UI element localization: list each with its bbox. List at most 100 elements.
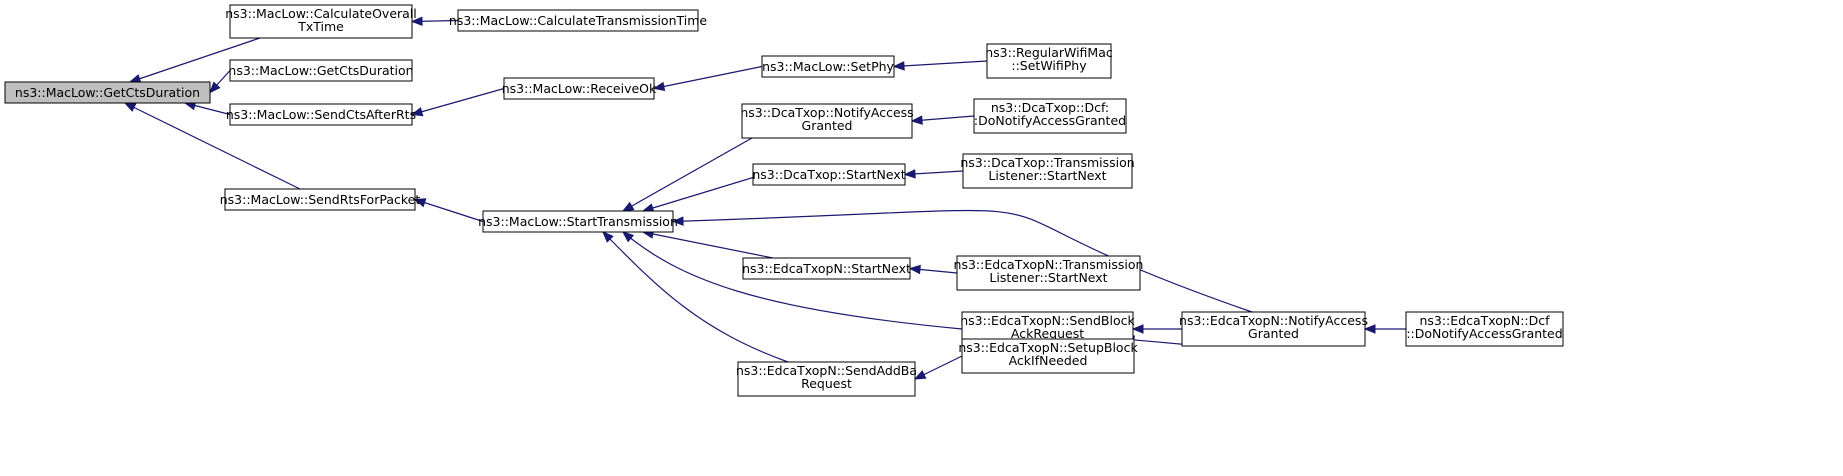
arrowhead-getCts2-to-root: [209, 81, 221, 94]
node-box: [229, 103, 413, 126]
node-label: Request: [801, 376, 852, 391]
node-box: [229, 59, 413, 82]
node-label: Listener::StartNext: [989, 270, 1107, 285]
edge-edcaAddBa-to-startTx: [602, 231, 789, 363]
node-label: Granted: [802, 118, 853, 133]
arrowhead-dcaDcf-to-dcaNotify: [910, 115, 923, 125]
edge-regWifi-to-setPhy: [893, 60, 988, 68]
node-box: [482, 210, 674, 233]
graph-node-dca-listener[interactable]: ns3::DcaTxop::TransmissionListener::Star…: [960, 153, 1135, 189]
arrowhead-edcaNotify-to-startTx: [671, 216, 684, 226]
arrowhead-calcOverall-to-root: [128, 74, 142, 84]
node-label: AckRequest: [1011, 326, 1084, 341]
node-label: ns3::DcaTxop::Transmission: [960, 155, 1134, 170]
node-box: [224, 188, 416, 211]
node-label: ns3::DcaTxop::NotifyAccess: [740, 105, 913, 120]
graph-node-root[interactable]: ns3::MacLow::GetCtsDuration: [4, 81, 211, 104]
arrowhead-edcaNotify-to-edcaSendBlock: [1131, 324, 1144, 334]
node-box: [761, 55, 895, 78]
node-label: ns3::MacLow::CalculateOverall: [225, 6, 417, 21]
node-box: [503, 77, 655, 100]
graph-node-send-cts[interactable]: ns3::MacLow::SendCtsAfterRts: [226, 103, 416, 126]
node-label: ns3::EdcaTxopN::Dcf: [1419, 313, 1550, 328]
node-box: [1181, 311, 1366, 347]
node-label: TxTime: [297, 19, 344, 34]
edge-dcaStart-to-startTx: [642, 173, 764, 212]
edge-setPhy-to-receiveOk: [653, 65, 763, 90]
nodes-layer: ns3::MacLow::GetCtsDurationns3::MacLow::…: [4, 4, 1564, 397]
arrowhead-edcaListener-to-edcaStart: [908, 264, 921, 275]
node-label: ns3::MacLow::ReceiveOk: [502, 81, 657, 96]
edge-dcaNotify-to-startTx: [622, 137, 753, 212]
graph-node-set-phy[interactable]: ns3::MacLow::SetPhy: [761, 55, 895, 78]
node-label: :DoNotifyAccessGranted: [974, 113, 1126, 128]
node-label: ns3::MacLow::SetPhy: [762, 59, 894, 74]
edge-receiveOk-to-sendCts: [411, 87, 505, 116]
node-box: [4, 81, 211, 104]
graph-node-send-rts[interactable]: ns3::MacLow::SendRtsForPacket: [220, 188, 421, 211]
graph-node-edca-dcf[interactable]: ns3::EdcaTxopN::Dcf::DoNotifyAccessGrant…: [1405, 311, 1564, 347]
graph-node-edca-start[interactable]: ns3::EdcaTxopN::StartNext: [742, 257, 911, 280]
node-box: [956, 255, 1141, 291]
arrowhead-edcaSetup-to-edcaAddBa: [913, 370, 927, 380]
edges-layer: [123, 16, 1406, 380]
node-label: ns3::MacLow::GetCtsDuration: [15, 85, 200, 100]
node-label: ns3::EdcaTxopN::SendAddBa: [736, 363, 917, 378]
edge-startTx-to-sendRts: [414, 198, 484, 223]
node-label: ns3::MacLow::StartTransmission: [478, 214, 678, 229]
arrowhead-setPhy-to-receiveOk: [652, 81, 666, 92]
node-box: [741, 103, 913, 139]
graph-node-edca-notify[interactable]: ns3::EdcaTxopN::NotifyAccessGranted: [1179, 311, 1368, 347]
node-label: ns3::MacLow::SendCtsAfterRts: [226, 107, 416, 122]
node-box: [457, 9, 699, 32]
arrowhead-edcaDcf-to-edcaNotify: [1363, 324, 1376, 334]
node-label: ns3::EdcaTxopN::StartNext: [742, 261, 911, 276]
graph-node-start-tx[interactable]: ns3::MacLow::StartTransmission: [478, 210, 678, 233]
node-box: [962, 153, 1133, 189]
arrowhead-regWifi-to-setPhy: [892, 61, 905, 71]
node-label: Listener::StartNext: [988, 168, 1106, 183]
node-box: [961, 338, 1135, 374]
node-label: ns3::EdcaTxopN::SendBlock: [960, 313, 1135, 328]
node-label: ns3::MacLow::GetCtsDuration: [228, 63, 413, 78]
node-label: ns3::EdcaTxopN::Transmission: [954, 257, 1144, 272]
node-label: AckIfNeeded: [1009, 353, 1088, 368]
arrowhead-dcaListener-to-dcaStart: [903, 169, 916, 179]
edge-edcaStart-to-startTx: [642, 231, 774, 259]
arrowhead-dcaNotify-to-startTx: [621, 201, 635, 212]
node-label: ns3::DcaTxop::Dcf:: [991, 100, 1109, 115]
node-label: ns3::EdcaTxopN::SetupBlock: [958, 340, 1138, 355]
node-box: [229, 4, 413, 39]
graph-node-reg-wifi[interactable]: ns3::RegularWifiMac::SetWifiPhy: [985, 43, 1113, 79]
node-label: Granted: [1248, 326, 1299, 341]
node-label: ns3::RegularWifiMac: [985, 45, 1113, 60]
edge-sendRts-to-root: [124, 102, 301, 190]
edge-calcOverall-to-root: [129, 37, 261, 83]
graph-node-dca-start[interactable]: ns3::DcaTxop::StartNext: [752, 163, 906, 186]
node-box: [986, 43, 1112, 79]
node-box: [973, 98, 1127, 134]
graph-node-receive-ok[interactable]: ns3::MacLow::ReceiveOk: [502, 77, 657, 100]
arrowhead-edcaAddBa-to-startTx: [602, 231, 614, 243]
node-box: [752, 163, 906, 186]
arrowhead-receiveOk-to-sendCts: [410, 107, 424, 117]
node-label: ns3::MacLow::SendRtsForPacket: [220, 192, 421, 207]
graph-node-calc-tx[interactable]: ns3::MacLow::CalculateTransmissionTime: [449, 9, 708, 32]
graph-node-get-cts2[interactable]: ns3::MacLow::GetCtsDuration: [228, 59, 414, 82]
node-box: [742, 257, 911, 280]
graph-node-dca-dcf[interactable]: ns3::DcaTxop::Dcf::DoNotifyAccessGranted: [973, 98, 1127, 134]
node-label: ns3::EdcaTxopN::NotifyAccess: [1179, 313, 1368, 328]
graph-node-dca-notify[interactable]: ns3::DcaTxop::NotifyAccessGranted: [740, 103, 914, 139]
graph-node-edca-listener[interactable]: ns3::EdcaTxopN::TransmissionListener::St…: [954, 255, 1144, 291]
arrowhead-calcTx-to-calcOverall: [410, 16, 423, 27]
node-box: [1405, 311, 1564, 347]
node-label: ::SetWifiPhy: [1011, 58, 1087, 73]
arrowhead-edcaSendBlock-to-startTx: [621, 231, 635, 243]
node-label: ns3::DcaTxop::StartNext: [752, 167, 905, 182]
arrowhead-startTx-to-sendRts: [413, 198, 427, 208]
edge-edcaSendBlock-to-startTx: [622, 231, 963, 330]
